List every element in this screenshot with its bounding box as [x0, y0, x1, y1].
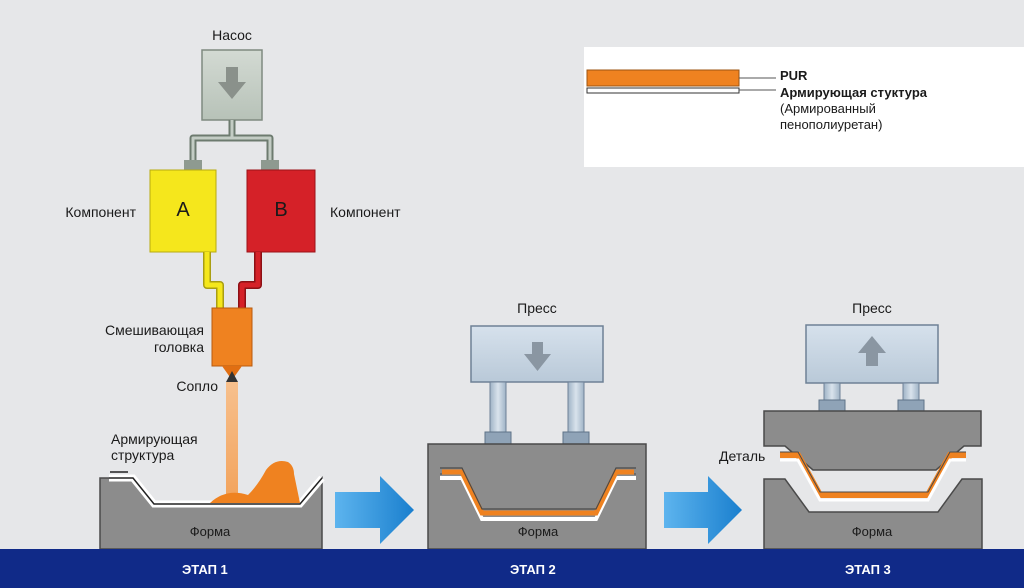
component-b-pipe [238, 252, 262, 310]
component-a-tank [149, 169, 217, 253]
tank-b-letter: B [274, 199, 288, 221]
stage2-press [470, 325, 604, 445]
legend-reinforcement-label: Армирующая стуктура [780, 85, 927, 100]
stage-3-label: ЭТАП 3 [845, 562, 891, 577]
stage3-upper-die [763, 410, 982, 471]
tank-b-inlet [261, 160, 279, 170]
pump [201, 49, 263, 121]
pump-feed-pipes-inner [191, 120, 272, 162]
component-a-label: Компонент [65, 204, 136, 220]
mold-2-label: Форма [517, 524, 559, 539]
tank-a-letter: A [176, 199, 190, 221]
flow-arrow-1-icon [335, 476, 414, 544]
nozzle-pointer-icon [226, 371, 238, 382]
legend-note-line1: (Армированный [780, 101, 876, 116]
pump-label: Насос [212, 27, 252, 43]
stage1-pur-puddle [210, 461, 300, 503]
stage2-part-layer [442, 469, 634, 516]
reinforcement-label-line1: Армирующая [111, 431, 198, 447]
press-up-arrow-icon [858, 336, 886, 366]
press-3-label: Пресс [852, 300, 892, 316]
press-2-label: Пресс [517, 300, 557, 316]
pump-down-arrow-icon [218, 67, 246, 99]
component-a-pipe [203, 252, 224, 310]
stage3-part [780, 452, 966, 498]
mold-1-label: Форма [189, 524, 231, 539]
legend [584, 47, 1024, 167]
stage-2-label: ЭТАП 2 [510, 562, 556, 577]
legend-note-line2: пенополиуретан) [780, 117, 883, 132]
mixing-head-label-line1: Смешивающая [104, 322, 204, 338]
part-label: Деталь [719, 448, 766, 464]
flow-arrow-2-icon [664, 476, 742, 544]
nozzle-label: Сопло [176, 378, 218, 394]
component-b-tank [246, 169, 316, 253]
legend-pur-label: PUR [780, 68, 808, 83]
component-b-label: Компонент [330, 204, 401, 220]
tank-a-inlet [184, 160, 202, 170]
stage2-mold [427, 443, 647, 550]
reinforcement-label-line2: структура [111, 447, 175, 463]
stage1-mold [99, 461, 325, 550]
press-down-arrow-icon [524, 342, 551, 371]
stage-1-label: ЭТАП 1 [182, 562, 228, 577]
pur-jet [226, 382, 238, 504]
mold-3-label: Форма [851, 524, 893, 539]
stage-bar [0, 549, 1024, 588]
mixing-head-label-line2: головка [153, 339, 204, 355]
